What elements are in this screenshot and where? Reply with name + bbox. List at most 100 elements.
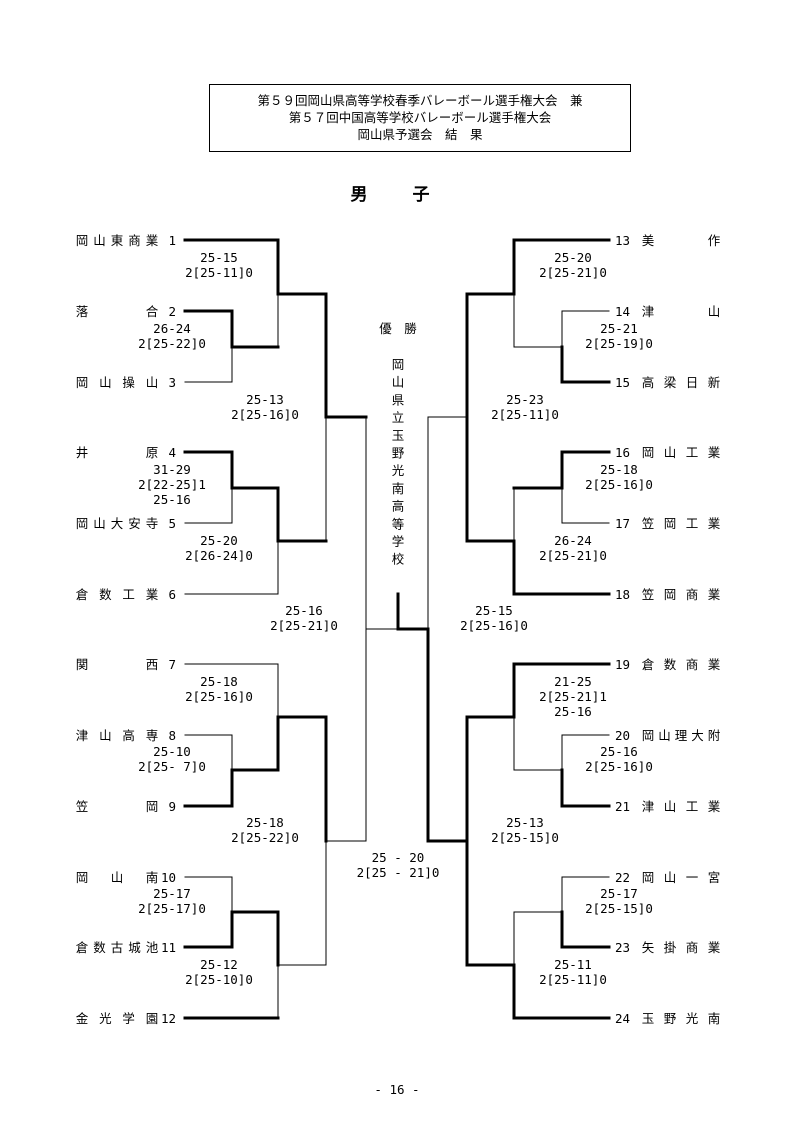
- team-name-char: 岡: [76, 870, 89, 885]
- team-name-char: 合: [146, 304, 159, 319]
- team-name-char: 岡: [664, 516, 677, 531]
- team-name-char: 東: [111, 233, 124, 248]
- title-line-3: 岡山県予選会 結 果: [357, 127, 483, 142]
- match-score: 26-24: [554, 533, 592, 548]
- team-name-char: 倉: [642, 657, 655, 672]
- match-score: 2[25-21]0: [539, 548, 607, 563]
- team-name-char: 日: [686, 375, 699, 390]
- team-name-char: 業: [146, 233, 159, 248]
- team-name-char: 原: [146, 445, 159, 460]
- team-name-char: 岡: [76, 233, 89, 248]
- match-score: 25-15: [200, 250, 238, 265]
- team-seed: 19: [615, 657, 630, 672]
- team-name-char: 業: [708, 940, 721, 955]
- match-score: 25-18: [200, 674, 238, 689]
- champion-name-char: 玉: [392, 428, 405, 443]
- team-name-char: 高: [642, 375, 655, 390]
- match-score: 25-10: [153, 744, 191, 759]
- team-name-char: 津: [642, 304, 655, 319]
- team-seed: 3: [168, 375, 176, 390]
- team-name-char: 南: [146, 870, 159, 885]
- team-name-char: 作: [708, 233, 721, 248]
- team-seed: 22: [615, 870, 630, 885]
- team-seed: 10: [161, 870, 176, 885]
- champion-name-char: 県: [392, 392, 405, 407]
- team-name-char: 岡: [146, 799, 159, 814]
- team-name-char: 商: [686, 587, 699, 602]
- title-line-2: 第５７回中国高等学校バレーボール選手権大会: [288, 110, 552, 125]
- team-name-char: 笠: [642, 587, 655, 602]
- team-name-char: 工: [686, 445, 699, 460]
- champion-name-char: 学: [392, 534, 405, 549]
- match-score: 25-16: [554, 704, 592, 719]
- match-score: 25-21: [600, 321, 638, 336]
- team-seed: 18: [615, 587, 630, 602]
- match-score: 2[25-19]0: [585, 336, 653, 351]
- match-score: 25-16: [600, 744, 638, 759]
- team-name-char: 新: [708, 375, 721, 390]
- team-name-char: 大: [111, 516, 124, 531]
- team-name-char: 岡: [76, 375, 89, 390]
- match-score: 31-29: [153, 462, 191, 477]
- match-score: 25-12: [200, 957, 238, 972]
- match-score: 2[25-16]0: [585, 759, 653, 774]
- team-name-char: 附: [708, 728, 721, 743]
- match-score: 2[25 - 21]0: [357, 865, 440, 880]
- match-score: 25-20: [200, 533, 238, 548]
- team-name-char: 掛: [664, 940, 677, 955]
- team-name-char: 光: [99, 1011, 112, 1026]
- match-score: 2[25-21]0: [539, 265, 607, 280]
- team-name-char: 池: [146, 940, 159, 955]
- team-name-char: 商: [128, 233, 141, 248]
- match-score: 21-25: [554, 674, 592, 689]
- champion-name-char: 南: [392, 481, 405, 496]
- team-name-char: 業: [146, 587, 159, 602]
- team-name-char: 業: [708, 587, 721, 602]
- team-seed: 9: [168, 799, 176, 814]
- team-seed: 5: [168, 516, 176, 531]
- team-name-char: 業: [708, 516, 721, 531]
- team-name-char: 工: [122, 587, 135, 602]
- team-name-char: 岡: [76, 516, 89, 531]
- champion-name-char: 校: [392, 552, 405, 567]
- team-name-char: 城: [128, 940, 141, 955]
- team-name-char: 野: [664, 1011, 677, 1026]
- team-name-char: 一: [686, 870, 699, 885]
- team-name-char: 山: [99, 375, 112, 390]
- team-name-char: 井: [76, 445, 89, 460]
- team-name-char: 業: [708, 657, 721, 672]
- team-name-char: 山: [664, 445, 677, 460]
- team-name-char: 宮: [708, 870, 721, 885]
- champion-name-char: 等: [392, 516, 405, 531]
- match-score: 2[25-15]0: [585, 901, 653, 916]
- team-name-char: 山: [99, 728, 112, 743]
- title-box: 第５９回岡山県高等学校春季バレーボール選手権大会 兼 第５７回中国高等学校バレー…: [209, 84, 631, 152]
- match-score: 25-18: [246, 815, 284, 830]
- team-name-char: 商: [686, 657, 699, 672]
- team-seed: 4: [168, 445, 176, 460]
- team-seed: 13: [615, 233, 630, 248]
- team-name-char: 倉: [76, 587, 89, 602]
- match-score: 2[25-11]0: [491, 407, 559, 422]
- team-name-char: 古: [111, 940, 124, 955]
- match-score: 2[22-25]1: [138, 477, 206, 492]
- team-name-char: 南: [708, 1011, 721, 1026]
- champion-name-char: 岡: [392, 357, 405, 372]
- match-score: 2[25-22]0: [231, 830, 299, 845]
- match-score: 26-24: [153, 321, 191, 336]
- team-seed: 16: [615, 445, 630, 460]
- match-score: 2[25- 7]0: [138, 759, 206, 774]
- champion-name-char: 野: [392, 446, 405, 461]
- match-score: 2[25-21]0: [270, 618, 338, 633]
- champion-name-char: 高: [392, 499, 405, 514]
- match-score: 25-16: [153, 492, 191, 507]
- team-name-char: 笠: [76, 799, 89, 814]
- match-score: 25-13: [506, 815, 544, 830]
- match-score: 2[25-11]0: [539, 972, 607, 987]
- match-score: 25-17: [600, 886, 638, 901]
- team-name-char: 金: [76, 1011, 89, 1026]
- match-score: 25-18: [600, 462, 638, 477]
- match-score: 2[25-16]0: [460, 618, 528, 633]
- team-seed: 6: [168, 587, 176, 602]
